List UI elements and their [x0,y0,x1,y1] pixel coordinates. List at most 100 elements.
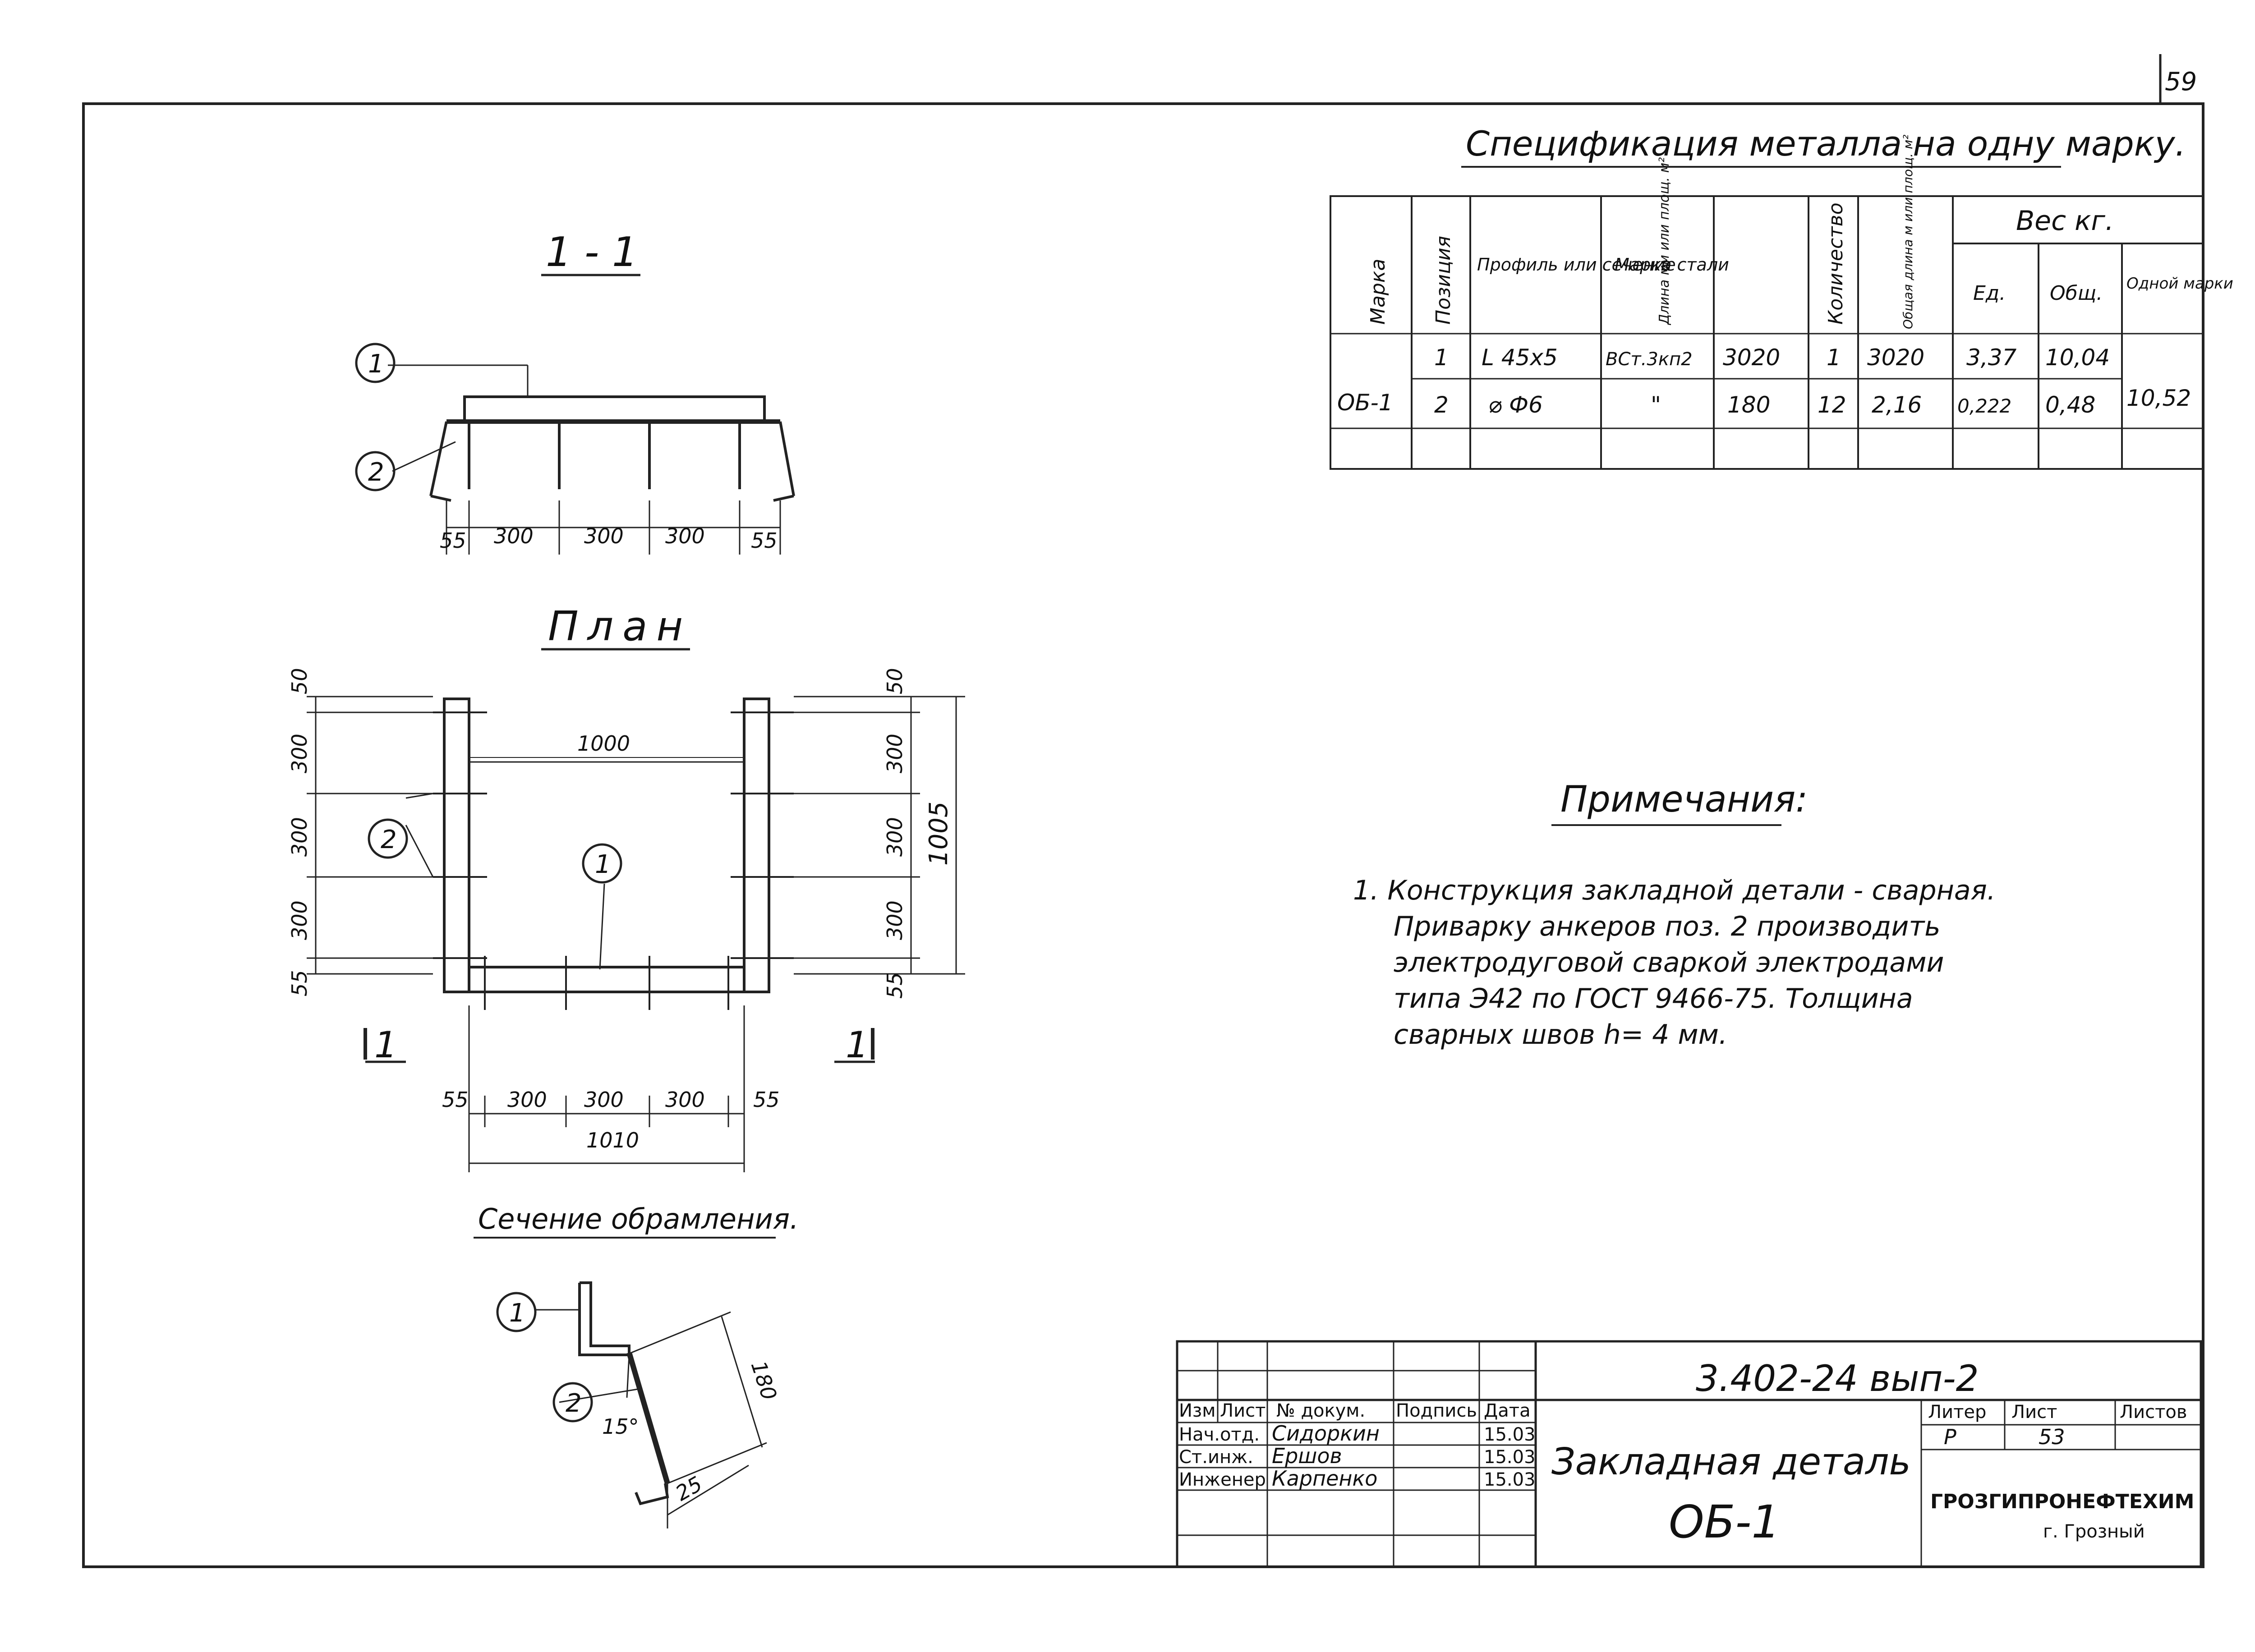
spec-row-2-steel: " [1651,392,1661,418]
section-callout-1-circle [355,343,396,383]
spec-row-1-steel: ВСт.3кп2 [1606,349,1693,370]
spec-row-1-length: 3020 [1723,344,1780,371]
plan-callout-2-circle [368,818,408,859]
stamp-date-2: 15.03 [1484,1447,1536,1468]
plan-title: План [548,603,692,650]
plan-cut-right: 1 [846,1024,869,1066]
stamp-litera-label: Литер [1928,1402,1986,1423]
stamp-name-2: Ершов [1272,1444,1342,1468]
stamp-date-1: 15.03 [1484,1424,1536,1445]
section-dim-2: 300 [494,524,534,548]
frame-callout-2-circle [552,1382,593,1423]
spec-row-1-unit-weight: 3,37 [1966,344,2017,371]
plan-callout-1-circle [582,843,622,884]
frame-callout-1: 1 [509,1299,525,1328]
stamp-title-2: ОБ-1 [1669,1496,1780,1548]
section-drawing [388,364,795,555]
frame-angle: 15° [602,1414,639,1439]
section-title: 1 - 1 [546,229,638,276]
plan-callout-2: 2 [381,825,397,854]
section-dim-4: 300 [665,524,705,548]
section-dim-5: 55 [751,528,778,553]
spec-title: Спецификация металла на одну марку. [1466,124,2186,164]
spec-mark-weight: 10,52 [2126,385,2191,411]
spec-header-total-length: Общая длина м или площ. м² [1901,135,1915,329]
plan-dim-inner: 1000 [577,731,630,756]
plan-left-dim-5: 55 [287,970,312,996]
spec-row-2-total-weight: 0,48 [2045,392,2095,418]
notes-line-4: типа Э42 по ГОСТ 9466-75. Толщина [1394,983,1913,1014]
section-dim-1: 55 [440,528,466,553]
sheet-frame [82,102,2204,1568]
section-callout-2-circle [355,451,396,491]
plan-right-dim-4: 300 [883,900,907,940]
spec-header-profile: Профиль или сечение [1477,255,1676,275]
notes-line-5: сварных швов h= 4 мм. [1394,1019,1727,1051]
notes-line-2: Приварку анкеров поз. 2 производить [1394,911,1941,942]
plan-right-dim-3: 300 [883,817,907,857]
spec-mark: ОБ-1 [1337,390,1393,416]
spec-header-length: Длина мм или площ. м² [1657,157,1672,326]
stamp-title-1: Закладная деталь [1551,1441,1911,1483]
stamp-header-date: Дата [1484,1400,1531,1421]
stamp-sheet: 53 [2039,1425,2065,1449]
stamp-role-1: Нач.отд. [1179,1424,1260,1445]
frame-callout-1-circle [496,1292,537,1332]
spec-row-2-unit-weight: 0,222 [1957,395,2011,417]
spec-row-1-total: 3020 [1867,344,1924,371]
plan-right-dim-1: 50 [883,668,907,694]
frame-dim-offset: 25 [672,1471,707,1505]
stamp-org: ГРОЗГИПРОНЕФТЕХИМ [1930,1490,2194,1513]
stamp-sheets-label: Листов [2120,1402,2187,1423]
notes-line-1: 1. Конструкция закладной детали - сварна… [1353,875,1996,906]
spec-row-2-qty: 12 [1818,392,1846,418]
frame-section-title: Сечение обрамления. [478,1202,799,1235]
spec-header-weight-marka: Одной марки [2126,275,2233,293]
section-dim-3: 300 [584,524,624,548]
stamp-header-sign: Подпись [1396,1400,1477,1421]
spec-row-1-qty: 1 [1827,344,1841,371]
notes-line-3: электродуговой сваркой электродами [1394,947,1944,978]
section-callout-1: 1 [368,349,384,379]
plan-left-dim-3: 300 [287,817,312,857]
frame-dim-length: 180 [746,1358,782,1403]
spec-row-1-total-weight: 10,04 [2045,344,2110,371]
corner-sheet-number: 59 [2165,67,2197,96]
plan-bottom-dim-1: 55 [442,1088,469,1112]
plan-callout-1: 1 [595,850,611,879]
spec-header-weight-total: Общ. [2050,282,2103,305]
stamp-sheet-label: Лист [2011,1402,2057,1423]
plan-dim-overall-w: 1010 [586,1128,639,1152]
spec-row-2-length: 180 [1727,392,1770,418]
plan-left-dim-4: 300 [287,900,312,940]
plan-bottom-dim-3: 300 [584,1088,624,1112]
spec-header-steel: Марка стали [1615,255,1729,275]
plan-bottom-dim-4: 300 [665,1088,705,1112]
stamp-litera: Р [1944,1425,1956,1449]
spec-header-marka: Марка [1367,259,1390,325]
stamp-name-3: Карпенко [1272,1466,1377,1491]
spec-header-weight-unit: Ед. [1973,282,2006,305]
plan-cut-left: 1 [374,1024,397,1066]
title-block [1176,1340,2202,1568]
spec-row-2-pos: 2 [1434,392,1449,418]
spec-table [1330,195,2204,470]
stamp-role-3: Инженер [1179,1469,1266,1490]
plan-left-dim-2: 300 [287,734,312,773]
notes-title: Примечания: [1560,778,1808,820]
spec-header-quantity: Количество [1824,202,1847,325]
plan-bottom-dim-5: 55 [753,1088,780,1112]
stamp-date-3: 15.03 [1484,1469,1536,1490]
plan-left-dim-1: 50 [287,668,312,694]
spec-row-1-profile: L 45x5 [1482,344,1558,371]
stamp-header-doc: № докум. [1276,1400,1365,1421]
plan-drawing [307,696,965,1172]
stamp-doc-code: 3.402-24 вып-2 [1696,1358,1979,1400]
plan-dim-overall-h: 1005 [924,801,953,866]
stamp-header-list: Лист [1220,1400,1266,1421]
stamp-header-izm: Изм [1179,1400,1215,1421]
spec-row-1-pos: 1 [1434,344,1449,371]
spec-header-position: Позиция [1432,236,1455,325]
